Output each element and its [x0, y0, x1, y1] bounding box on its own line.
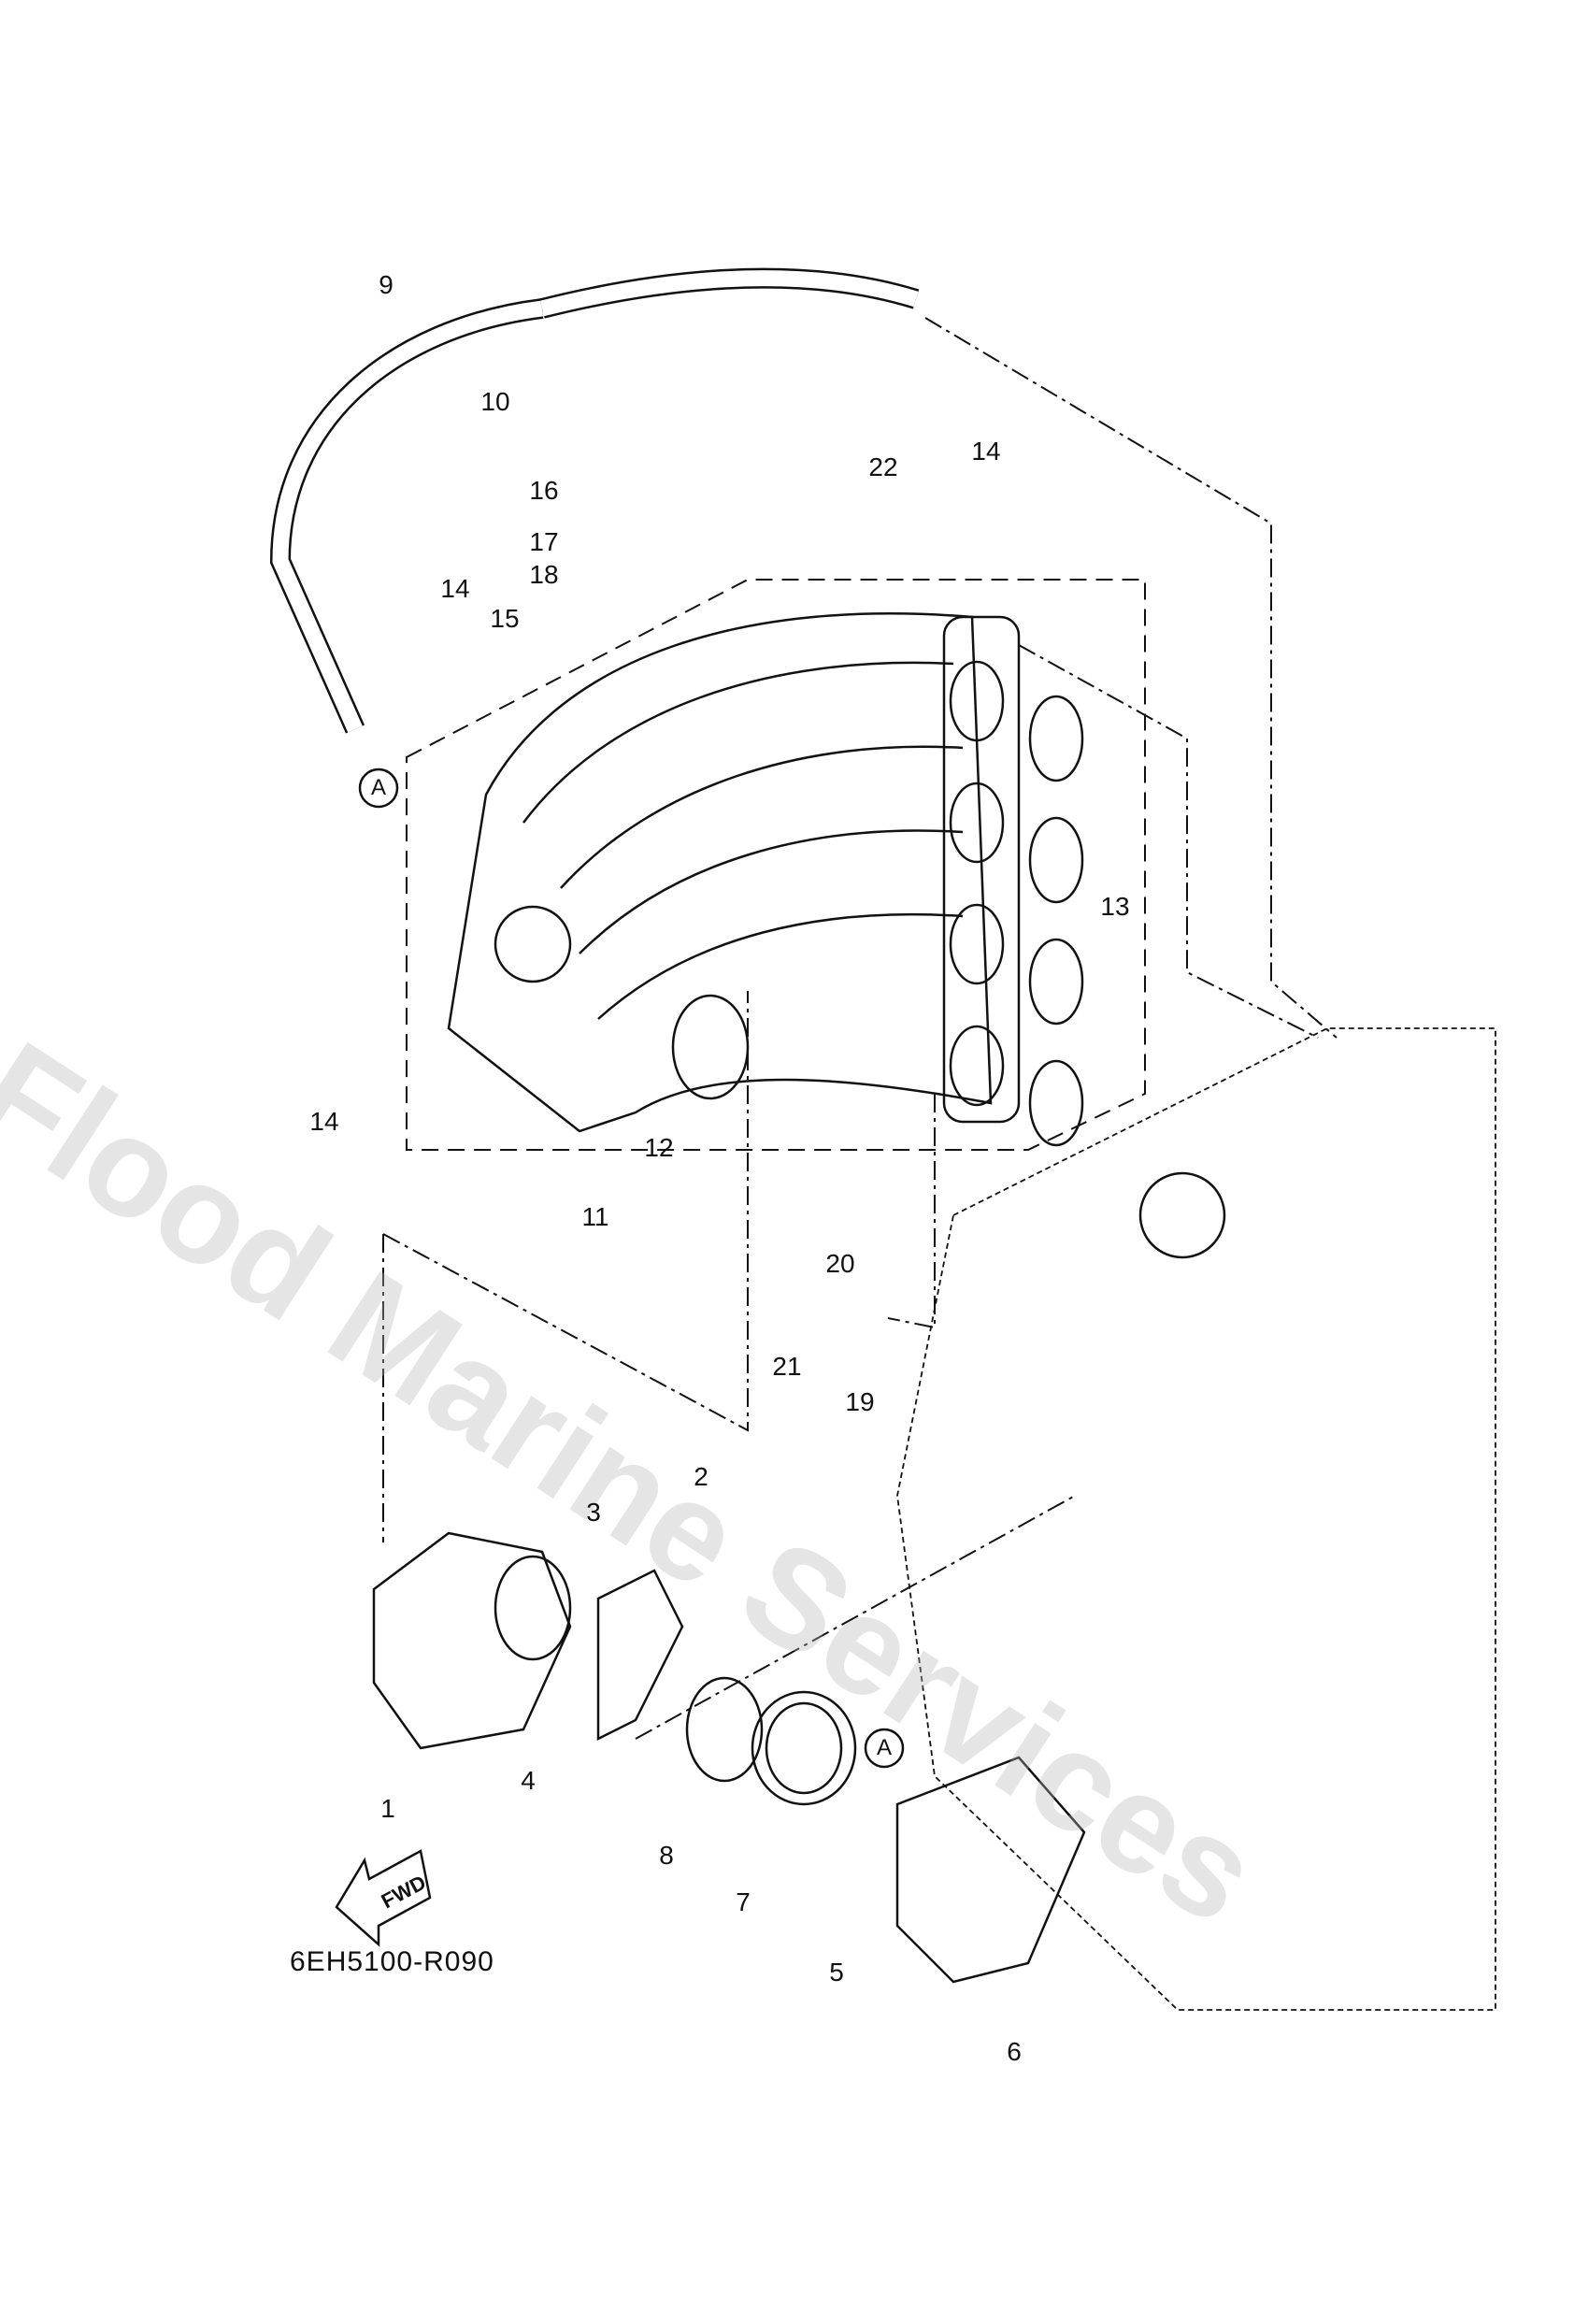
part-label-8: 8 [659, 1841, 674, 1870]
part-label-14-left: 14 [440, 574, 470, 603]
part-label-20: 20 [825, 1249, 855, 1278]
manifold-dashed-box [406, 579, 1146, 1151]
part-label-3: 3 [586, 1498, 601, 1527]
part-label-12: 12 [644, 1133, 674, 1162]
part-label-10: 10 [480, 387, 510, 416]
part-label-7: 7 [736, 1887, 751, 1916]
throttle-body [372, 1531, 572, 1750]
silencer-cover [895, 1756, 1086, 1984]
part-label-1: 1 [380, 1794, 395, 1823]
part-label-13: 13 [1100, 892, 1130, 921]
part-label-14-top: 14 [971, 437, 1001, 466]
callout-a-top: A [370, 775, 387, 800]
part-label-19: 19 [845, 1387, 875, 1416]
part-label-21: 21 [772, 1352, 802, 1381]
fwd-arrow [335, 1849, 432, 1947]
part-label-6: 6 [1007, 2037, 1022, 2066]
part-label-5: 5 [829, 1958, 844, 1987]
engine-block [896, 1027, 1496, 2011]
part-label-18: 18 [529, 560, 559, 589]
part-label-17: 17 [529, 527, 559, 556]
part-label-11: 11 [581, 1202, 609, 1231]
part-label-15: 15 [490, 604, 520, 633]
part-label-2: 2 [694, 1462, 708, 1491]
diagram-code: 6EH5100-R090 [290, 1946, 494, 1977]
part-label-16: 16 [529, 476, 559, 505]
part-label-22: 22 [868, 452, 898, 481]
callout-a-bottom: A [876, 1735, 893, 1760]
part-label-4: 4 [521, 1766, 536, 1795]
part-label-14-bottom: 14 [309, 1107, 339, 1136]
part-label-9: 9 [379, 270, 394, 299]
